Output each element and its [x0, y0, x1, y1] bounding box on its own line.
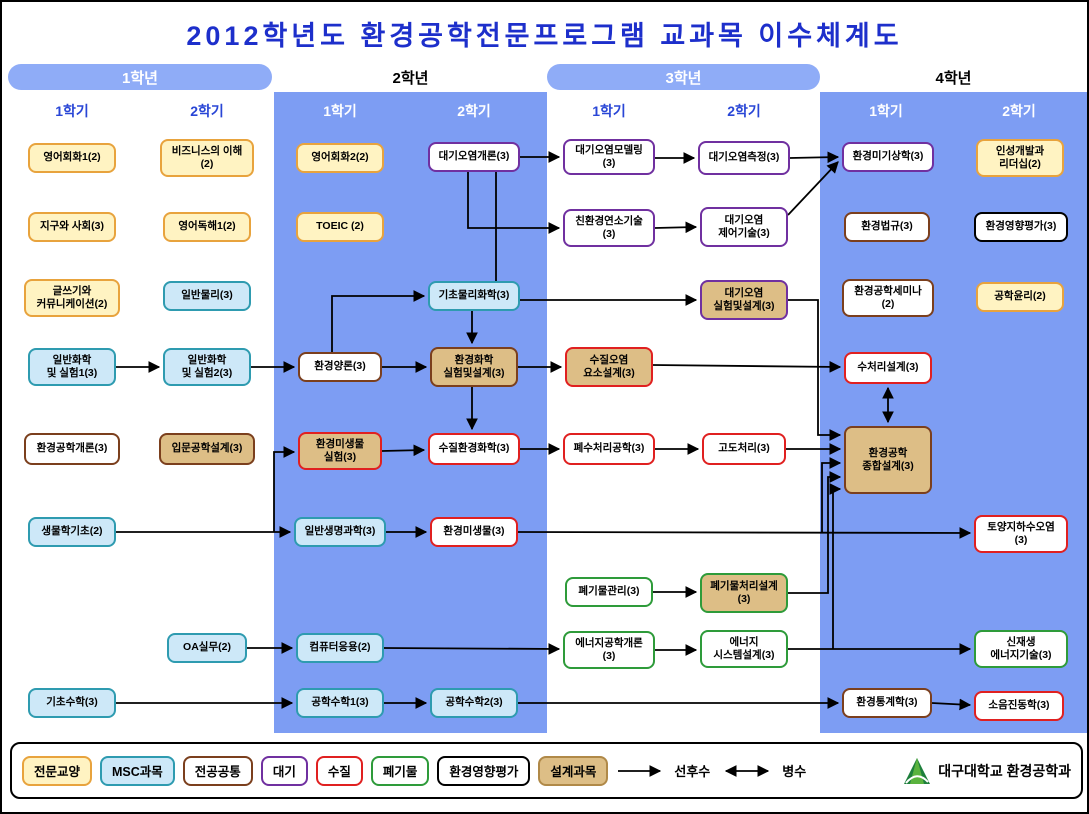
course-gen-life-sci: 일반생명과학(3): [294, 517, 386, 547]
course-soil-groundwater: 토양지하수오염 (3): [974, 515, 1068, 553]
course-advanced-treatment: 고도처리(3): [702, 433, 786, 465]
course-waste-mgmt: 폐기물관리(3): [565, 577, 653, 607]
course-gen-physics: 일반물리(3): [163, 281, 251, 311]
course-toeic: TOEIC (2): [296, 212, 384, 242]
course-business: 비즈니스의 이해 (2): [160, 139, 254, 177]
university-brand: 대구대학교 환경공학과: [902, 756, 1071, 786]
legend-category-design: 설계과목: [538, 755, 609, 786]
course-green-combustion: 친환경연소기술 (3): [563, 209, 655, 247]
course-energy-sys-design: 에너지 시스템설계(3): [700, 630, 788, 668]
edge-water-element-design-to-water-treat-design: [652, 361, 842, 373]
legend-parallel-relation: 병수: [718, 761, 806, 780]
course-air-modeling: 대기오염모델링 (3): [563, 139, 655, 175]
course-english-conv-1: 영어회화1(2): [28, 143, 116, 173]
course-eng-math-2: 공학수학2(3): [430, 688, 518, 718]
legend-category-liberal: 전문교양: [22, 755, 93, 786]
course-air-exp-design: 대기오염 실험및설계(3): [700, 280, 788, 320]
course-intro-eng-design: 입문공학설계(3): [159, 433, 255, 465]
parallel-arrow-icon: [725, 764, 770, 777]
course-basic-phys-chem: 기초물리화학(3): [428, 281, 520, 311]
course-air-pollution-intro: 대기오염개론(3): [428, 142, 520, 172]
legend-category-waste: 폐기물: [370, 755, 430, 786]
course-bio-basic: 생물학기초(2): [28, 517, 116, 547]
course-english-conv-2: 영어회화2(2): [296, 143, 384, 173]
year-header-1: 1학년: [8, 64, 272, 90]
year-header-3: 3학년: [547, 64, 820, 90]
course-earth-society: 지구와 사회(3): [28, 212, 116, 242]
course-english-read-1: 영어독해1(2): [163, 212, 251, 242]
course-env-chem-design: 환경화학 실험및설계(3): [430, 347, 518, 387]
course-math-basic: 기초수학(3): [28, 688, 116, 718]
course-wastewater-eng: 폐수처리공학(3): [563, 433, 655, 465]
semester-header-6: 2학기: [727, 103, 761, 119]
university-logo-icon: [904, 757, 931, 784]
page-title: 2012학년도 환경공학전문프로그램 교과목 이수체계도: [186, 21, 903, 51]
semester-header-1: 1학기: [55, 103, 89, 119]
course-water-element-design: 수질오염 요소설계(3): [565, 347, 653, 387]
year-header-2: 2학년: [392, 69, 429, 87]
sequence-arrow-label: 선후수: [674, 764, 711, 779]
course-env-micro-lab: 환경미생물 실험(3): [298, 432, 382, 470]
course-eng-math-1: 공학수학1(3): [296, 688, 384, 718]
course-gen-chem-1: 일반화학 및 실험1(3): [28, 348, 116, 386]
course-air-measurement: 대기오염측정(3): [698, 141, 790, 175]
course-env-law: 환경법규(3): [844, 212, 930, 242]
course-energy-eng-intro: 에너지공학개론 (3): [563, 631, 655, 669]
course-env-eng-intro: 환경공학개론(3): [24, 433, 120, 465]
legend-category-air: 대기: [260, 755, 308, 786]
course-renewable-energy: 신재생 에너지기술(3): [974, 630, 1068, 668]
semester-header-4: 2학기: [457, 103, 491, 119]
course-env-stoichiometry: 환경양론(3): [298, 352, 382, 382]
legend-category-major: 전공공통: [182, 755, 253, 786]
course-env-microbio: 환경미생물(3): [430, 517, 518, 547]
semester-header-8: 2학기: [1002, 103, 1036, 119]
sequence-arrow-icon: [618, 764, 662, 777]
university-name: 대구대학교 환경공학과: [938, 762, 1071, 779]
course-env-impact-assessment: 환경영향평가(3): [974, 212, 1068, 242]
course-env-micrometeorology: 환경미기상학(3): [842, 142, 934, 172]
year4-background-band: [820, 92, 1087, 733]
legend-category-msc: MSC과목: [100, 755, 175, 786]
semester-header-3: 1학기: [323, 103, 357, 119]
course-writing-comm: 글쓰기와 커뮤니케이션(2): [24, 279, 120, 317]
course-water-env-chem: 수질환경화학(3): [428, 433, 520, 465]
legend-category-water: 수질: [315, 755, 363, 786]
semester-header-5: 1학기: [592, 103, 626, 119]
course-capstone-design: 환경공학 종합설계(3): [844, 426, 932, 494]
course-eng-ethics: 공학윤리(2): [976, 282, 1064, 312]
parallel-arrow-label: 병수: [782, 764, 807, 779]
course-oa-practice: OA실무(2): [167, 633, 247, 663]
semester-header-2: 2학기: [190, 103, 224, 119]
course-waste-treat-design: 폐기물처리설계 (3): [700, 573, 788, 613]
edge-green-combustion-to-air-control-tech: [654, 221, 698, 234]
course-computer-app: 컴퓨터응용(2): [296, 633, 384, 663]
course-env-seminar: 환경공학세미나 (2): [842, 279, 934, 317]
course-gen-chem-2: 일반화학 및 실험2(3): [163, 348, 251, 386]
legend-category-eia: 환경영향평가: [437, 755, 531, 786]
year-header-4: 4학년: [935, 69, 972, 87]
legend-sequence-relation: 선후수: [616, 761, 710, 780]
course-noise-vibration: 소음진동학(3): [974, 691, 1064, 721]
course-water-treat-design: 수처리설계(3): [844, 352, 932, 384]
course-leadership: 인성개발과 리더십(2): [976, 139, 1064, 177]
semester-header-7: 1학기: [869, 103, 903, 119]
course-air-control-tech: 대기오염 제어기술(3): [700, 207, 788, 247]
course-env-statistics: 환경통계학(3): [842, 688, 932, 718]
